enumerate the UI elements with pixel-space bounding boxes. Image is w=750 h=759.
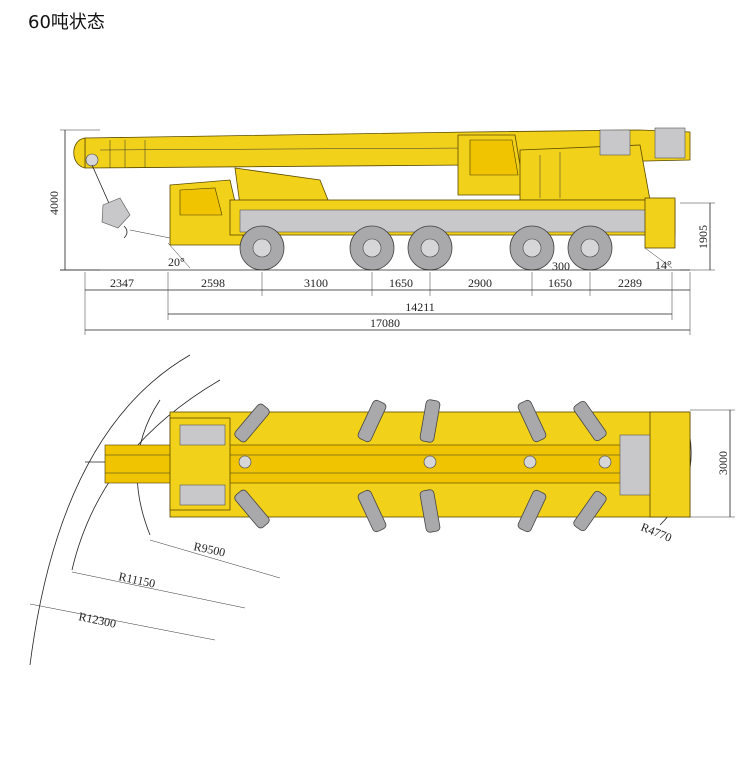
turning-arc-r12300 bbox=[29, 354, 191, 666]
wheelbase-total-label: 14211 bbox=[405, 300, 435, 314]
hook-block bbox=[101, 197, 131, 229]
wheels bbox=[239, 225, 613, 271]
dim-segment: 2598 bbox=[201, 276, 225, 290]
width-label: 3000 bbox=[716, 451, 730, 475]
height-total-label: 4000 bbox=[47, 191, 61, 215]
top-view: R9500 R11150 R12300 R4770 bbox=[29, 354, 735, 666]
top-tires bbox=[234, 399, 607, 533]
dim-segment: 1650 bbox=[389, 276, 413, 290]
dim-segment: 2900 bbox=[468, 276, 492, 290]
turntable-housing bbox=[519, 144, 651, 201]
dim-segment: 2289 bbox=[618, 276, 642, 290]
radius-label: R11150 bbox=[117, 569, 156, 590]
ground-clearance-label: 300 bbox=[552, 259, 570, 273]
radius-label: R4770 bbox=[639, 520, 674, 545]
page-title: 60吨状态 bbox=[28, 12, 105, 33]
approach-angle-label: 20° bbox=[168, 255, 185, 269]
departure-angle-label: 14° bbox=[655, 258, 672, 272]
side-view: 4000 1905 bbox=[47, 127, 715, 335]
dim-segment: 3100 bbox=[304, 276, 328, 290]
radius-label: R12300 bbox=[77, 609, 117, 631]
radius-label: R9500 bbox=[192, 539, 226, 559]
overall-length-label: 17080 bbox=[370, 316, 400, 330]
dim-segment: 2347 bbox=[110, 276, 134, 290]
dim-segment: 1650 bbox=[548, 276, 572, 290]
height-rear-label: 1905 bbox=[696, 225, 710, 249]
